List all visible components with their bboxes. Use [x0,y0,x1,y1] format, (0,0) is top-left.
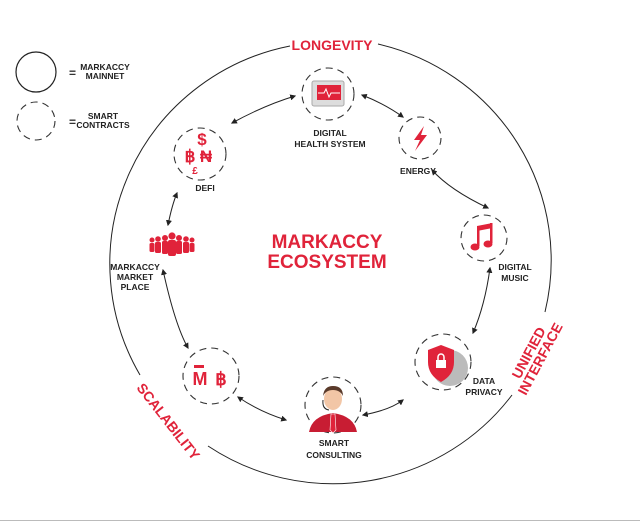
music-node-ring [460,214,508,262]
shield-lock-icon [428,345,468,386]
defi-node-ring [173,127,227,181]
svg-text:฿: ฿ [185,147,196,166]
smart-contracts-legend-icon [16,101,56,141]
node-label-defi[interactable]: DEFI [195,183,214,193]
svg-text:M: M [193,369,208,389]
node-label-music-2[interactable]: MUSIC [501,273,528,283]
node-label-market-1[interactable]: MARKACCY [110,262,160,272]
arrow-energy-music [431,169,490,209]
heart-monitor-icon [311,80,345,107]
crowd-icon [149,232,195,256]
svg-text:$: $ [197,130,207,149]
arrow-market-mb [161,268,189,350]
node-label-health-2[interactable]: HEALTH SYSTEM [294,139,365,149]
music-note-icon [470,223,493,251]
node-label-market-3[interactable]: PLACE [121,282,150,292]
support-agent-icon [309,386,357,434]
mainnet-ring [377,43,552,313]
arrow-mb-consulting [237,396,288,422]
node-label-consulting-2[interactable]: CONSULTING [306,450,362,460]
node-label-privacy-2[interactable]: PRIVACY [465,387,502,397]
title-line2: ECOSYSTEM [267,252,386,273]
ring-label-longevity: LONGEVITY [292,37,374,53]
mb-coin-icon: M ฿ [193,365,227,389]
ring-label-scalability: SCALABILITY [134,380,204,463]
node-label-health-1[interactable]: DIGITAL [313,128,346,138]
mainnet-legend-icon [15,51,57,93]
mb-node-ring [182,347,240,405]
energy-node-ring [398,116,442,160]
legend-equals: = [69,66,76,80]
legend-equals-2: = [69,115,76,129]
node-label-music-1[interactable]: DIGITAL [498,262,531,272]
mainnet-ring [109,45,291,376]
node-label-privacy-1[interactable]: DATA [473,376,495,386]
svg-text:£: £ [192,166,198,177]
mainnet-ring [207,394,513,485]
legend-contracts-line2: CONTRACTS [76,120,130,130]
consulting-node-ring [304,376,362,434]
lightning-icon [414,126,427,151]
health-node-ring [301,67,355,121]
legend-contracts-line1: SMART [88,111,119,121]
legend-mainnet-line2: MAINNET [86,71,126,81]
node-label-market-2[interactable]: MARKET [117,272,154,282]
svg-text:₦: ₦ [200,147,213,166]
arrow-market-defi [165,191,178,227]
title-line1: MARKACCY [272,232,383,253]
node-label-consulting-1[interactable]: SMART [319,438,350,448]
legend-mainnet-line1: MARKACCY [80,62,130,72]
arrow-privacy-consulting [361,399,404,418]
arrow-music-privacy [472,266,493,335]
privacy-node-ring [414,333,472,391]
arrow-health-energy [360,93,404,118]
currency-icon: $ ฿ ₦ £ [185,130,213,177]
arrow-defi-health [230,94,297,124]
node-label-energy[interactable]: ENERGY [400,166,436,176]
svg-text:฿: ฿ [215,369,226,389]
bottom-divider [0,520,640,521]
